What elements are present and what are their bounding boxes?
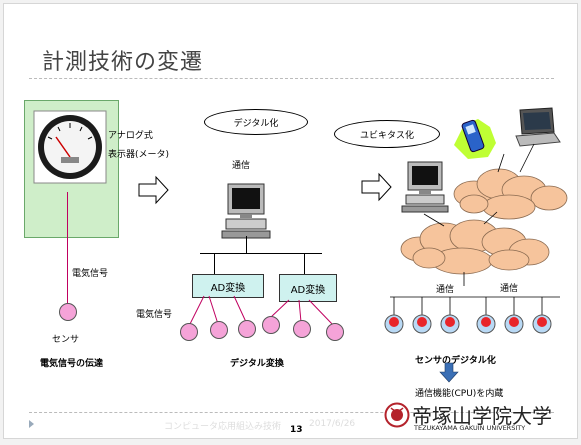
digitalization-bubble: デジタル化 [204, 109, 308, 135]
right-comm-label-1: 通信 [436, 285, 455, 295]
page-number: 13 [290, 425, 303, 435]
right-comm-label-2: 通信 [500, 284, 519, 294]
right-note: 通信機能(CPU)を内蔵 [415, 389, 504, 399]
sensor-circle [262, 316, 280, 334]
middle-comm-label: 通信 [232, 161, 251, 171]
desktop-computer-icon [221, 183, 271, 239]
middle-sensor-wires [188, 295, 335, 327]
logo-name-jp: 帝塚山学院大学 [412, 404, 552, 428]
sensor-circle [238, 320, 256, 338]
footer-date: 2017/6/26 [309, 419, 356, 429]
left-caption: 電気信号の伝達 [40, 359, 104, 369]
smart-sensors [384, 297, 552, 334]
ubiquitous-bubble: ユビキタス化 [334, 120, 440, 148]
footer-course: コンピュータ応用組込み技術 [164, 422, 282, 432]
play-triangle-icon [29, 420, 34, 428]
meter-label-line2: 表示器(メータ) [108, 150, 170, 160]
right-caption: センサのデジタル化 [415, 356, 496, 366]
sensor-circle [293, 320, 311, 338]
slide: 計測技術の変遷 アナログ式 表示器(メータ) 電気信号 センサ 電気信号の伝達 … [3, 3, 578, 439]
pc-drop-line [246, 236, 247, 254]
sensor-circle [326, 323, 344, 341]
sensor-circle [180, 323, 198, 341]
middle-bus-line [200, 253, 322, 254]
sensor-circle [210, 321, 228, 339]
drop-line-2 [304, 253, 305, 274]
laptop-icon [515, 107, 561, 147]
network-clouds [390, 143, 568, 298]
down-arrow-icon [439, 362, 459, 383]
right-arrow-icon [138, 175, 169, 205]
slide-title: 計測技術の変遷 [42, 50, 204, 75]
mobile-phone-icon [454, 119, 496, 159]
drop-line-1 [214, 253, 215, 274]
meter-label-line1: アナログ式 [108, 131, 153, 141]
title-divider [29, 78, 554, 79]
signal-wire [67, 192, 68, 304]
sensor-label: センサ [52, 335, 80, 345]
middle-caption: デジタル変換 [230, 359, 284, 369]
analog-meter-icon [33, 110, 107, 184]
ad-converter-box-2: AD変換 [279, 274, 337, 302]
right-arrow-icon [361, 172, 392, 202]
desktop-computer-icon [401, 161, 449, 213]
left-signal-label: 電気信号 [72, 269, 109, 279]
middle-signal-label: 電気信号 [136, 310, 173, 320]
sensor-circle [59, 303, 77, 321]
university-logo-icon [384, 402, 410, 428]
ad-converter-box-1: AD変換 [192, 274, 264, 298]
logo-name-en: TEZUKAYAMA GAKUIN UNIVERSITY [414, 424, 526, 432]
footer-divider [29, 412, 554, 413]
